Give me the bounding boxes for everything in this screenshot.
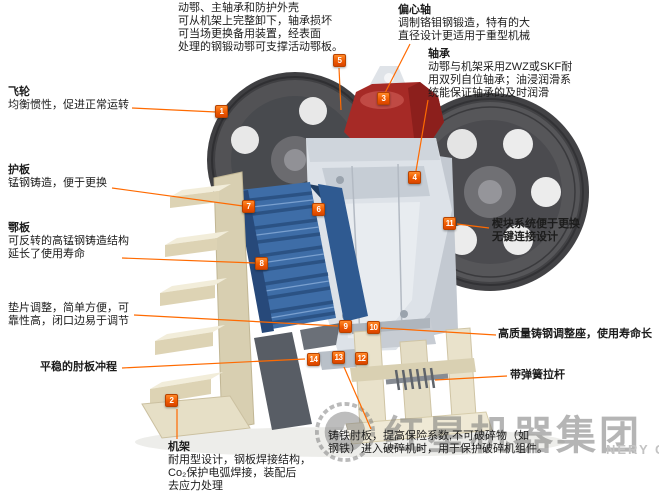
callout-line: 统能保证轴承的及时润滑 bbox=[428, 87, 549, 99]
callout-moving-jaw: 动鄂、主轴承和防护外壳 可从机架上完整卸下，轴承损坏 可当场更换备用装置，经表面… bbox=[178, 2, 343, 54]
callout-line: 高质量铸钢调整座，使用寿命长 bbox=[498, 328, 652, 340]
callout-toggle-stroke: 平稳的肘板冲程 bbox=[40, 361, 117, 374]
callout-line: 靠性高，闭口边易于调节 bbox=[8, 315, 129, 327]
part-marker-8: 8 bbox=[255, 257, 268, 270]
callout-line: 钢铁）进入破碎机时，用于保护破碎机组件。 bbox=[328, 443, 548, 455]
part-marker-3: 3 bbox=[377, 92, 390, 105]
part-marker-12: 12 bbox=[355, 352, 368, 365]
callout-bearing: 轴承 动鄂与机架采用ZWZ或SKF耐 用双列自位轴承；油浸润滑系 统能保证轴承的… bbox=[428, 48, 572, 100]
callout-eccentric-shaft: 偏心轴 调制铬钼钢锻造，特有的大 直径设计更适用于重型机械 bbox=[398, 4, 530, 43]
callout-adjusting-seat: 高质量铸钢调整座，使用寿命长 bbox=[498, 328, 652, 341]
callout-jaw-plate: 鄂板 可反转的高锰钢铸造结构 延长了使用寿命 bbox=[8, 222, 129, 261]
callout-line: 动鄂、主轴承和防护外壳 bbox=[178, 2, 299, 14]
callout-line: 楔块系统便于更换 bbox=[492, 218, 580, 230]
callout-line: 调制铬钼钢锻造，特有的大 bbox=[398, 17, 530, 29]
callout-flywheel: 飞轮 均衡惯性，促进正常运转 bbox=[8, 86, 129, 112]
callout-line: 可当场更换备用装置，经表面 bbox=[178, 28, 321, 40]
callout-title: 飞轮 bbox=[8, 86, 30, 98]
callout-shim-adjustment: 垫片调整，简单方便，可 靠性高，闭口边易于调节 bbox=[8, 302, 129, 328]
callout-line: 均衡惯性，促进正常运转 bbox=[8, 99, 129, 111]
watermark: ★ 红星机器集团 NERY GROUP bbox=[314, 396, 659, 468]
callout-line: 去应力处理 bbox=[168, 480, 223, 492]
callout-line: 处理的钢锻动鄂可支撑活动鄂板。 bbox=[178, 41, 343, 53]
front-leg bbox=[254, 332, 312, 430]
callout-line: 无键连接设计 bbox=[492, 231, 558, 243]
callout-line: 铸铁肘板，提高保险系数,不可破碎物（如 bbox=[328, 430, 530, 442]
callout-title: 护板 bbox=[8, 164, 30, 176]
feed-hopper-steps bbox=[141, 171, 255, 439]
watermark-brand: 红星机器集团 bbox=[384, 414, 642, 458]
part-marker-10: 10 bbox=[367, 321, 380, 334]
callout-line: 带弹簧拉杆 bbox=[510, 369, 565, 381]
callout-line: 可反转的高锰钢铸造结构 bbox=[8, 235, 129, 247]
callout-line: 耐用型设计，钢板焊接结构， bbox=[168, 454, 311, 466]
part-marker-14: 14 bbox=[307, 353, 320, 366]
part-marker-13: 13 bbox=[332, 351, 345, 364]
callout-line: 延长了使用寿命 bbox=[8, 248, 85, 260]
callout-title: 偏心轴 bbox=[398, 4, 431, 16]
callout-line: 直径设计更适用于重型机械 bbox=[398, 30, 530, 42]
callout-line: 平稳的肘板冲程 bbox=[40, 361, 117, 373]
right-flywheel bbox=[391, 93, 589, 291]
part-marker-11: 11 bbox=[443, 217, 456, 230]
part-marker-6: 6 bbox=[312, 203, 325, 216]
part-marker-9: 9 bbox=[339, 320, 352, 333]
callout-title: 鄂板 bbox=[8, 222, 30, 234]
callout-spring-rod: 带弹簧拉杆 bbox=[510, 369, 565, 382]
callout-toggle-plate: 铸铁肘板，提高保险系数,不可破碎物（如 钢铁）进入破碎机时，用于保护破碎机组件。 bbox=[328, 430, 548, 456]
callout-guard-plate: 护板 锰钢铸造，便于更换 bbox=[8, 164, 107, 190]
watermark-subtext: NERY GROUP bbox=[606, 442, 659, 457]
part-marker-5: 5 bbox=[333, 54, 346, 67]
callout-line: 动鄂与机架采用ZWZ或SKF耐 bbox=[428, 61, 573, 73]
callout-frame: 机架 耐用型设计，钢板焊接结构， Co₂保护电弧焊接，装配后 去应力处理 bbox=[168, 441, 311, 493]
part-marker-2: 2 bbox=[165, 394, 178, 407]
part-marker-1: 1 bbox=[215, 105, 228, 118]
hongxing-logo-icon: ★ bbox=[314, 401, 376, 463]
callout-line: Co₂保护电弧焊接，装配后 bbox=[168, 467, 297, 479]
callout-line: 用双列自位轴承；油浸润滑系 bbox=[428, 74, 571, 86]
callout-title: 机架 bbox=[168, 441, 190, 453]
part-marker-7: 7 bbox=[242, 200, 255, 213]
part-marker-4: 4 bbox=[408, 171, 421, 184]
callout-line: 锰钢铸造，便于更换 bbox=[8, 177, 107, 189]
callout-line: 可从机架上完整卸下，轴承损坏 bbox=[178, 15, 332, 27]
callout-wedge-system: 楔块系统便于更换 无键连接设计 bbox=[492, 218, 580, 244]
callout-title: 轴承 bbox=[428, 48, 450, 60]
callout-line: 垫片调整，简单方便，可 bbox=[8, 302, 129, 314]
